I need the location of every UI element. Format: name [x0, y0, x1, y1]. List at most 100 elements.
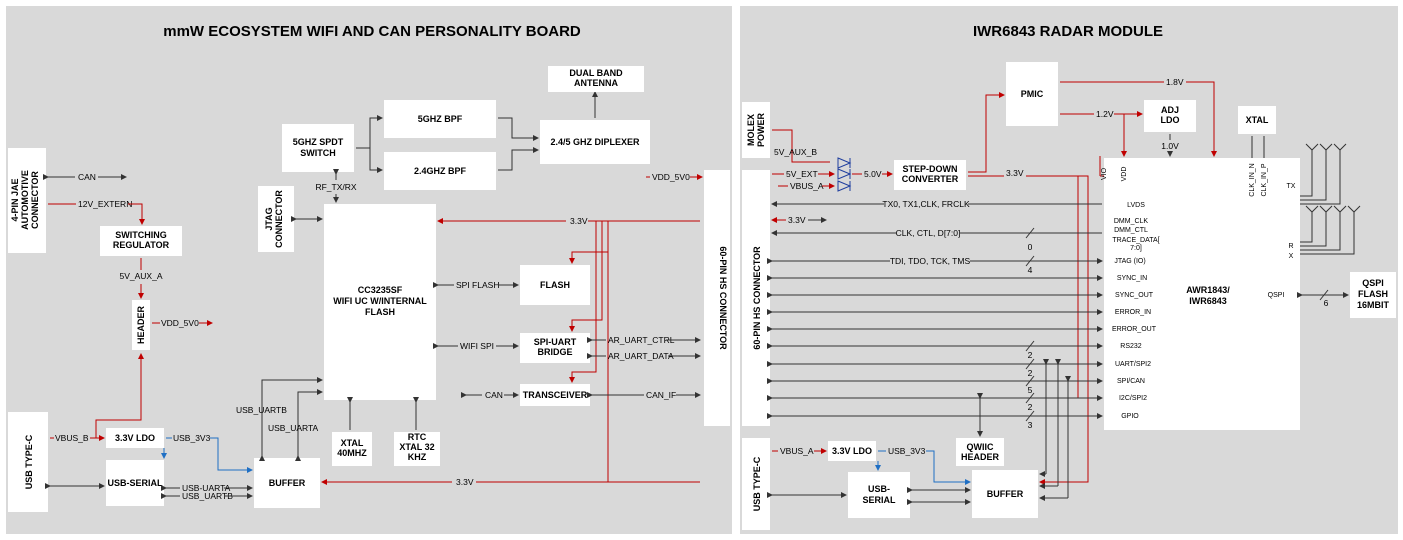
- usb-serial-block: [106, 460, 164, 506]
- 1v2-label: 1.2V: [1096, 109, 1114, 119]
- flash-label: FLASH: [540, 280, 570, 290]
- molex-power-label: MOLEXPOWER: [746, 113, 766, 148]
- usb-3v3-label: USB_3V3: [173, 433, 211, 443]
- bpf-5ghz-block: [384, 100, 496, 138]
- vdd-5v0-label-2: VDD_5V0: [652, 172, 690, 182]
- pin-sync-in: SYNC_IN: [1117, 275, 1147, 282]
- qwiic-header-block: [956, 438, 1004, 466]
- bus-width-4: 4: [1028, 265, 1033, 275]
- cc3235sf-block: [324, 204, 436, 400]
- hs-connector-label-left: 60-PIN HS CONNECTOR: [718, 246, 728, 350]
- header-block: [132, 300, 150, 350]
- 3v3-label-r2: 3.3V: [788, 215, 806, 225]
- pin-spi-can: SPI/CAN: [1117, 378, 1145, 385]
- usb-uartb-label: USB_UARTB: [182, 491, 233, 501]
- pin-jtag: JTAG (IO): [1114, 258, 1145, 265]
- hs-connector-label-right: 60-PIN HS CONNECTOR: [752, 246, 762, 350]
- 1v0-label: 1.0V: [1161, 141, 1179, 151]
- spi-uart-bridge-block: [520, 333, 590, 363]
- 5v-aux-a-label: 5V_AUX_A: [120, 271, 163, 281]
- bus-width-3: 3: [1028, 420, 1033, 430]
- 5v0-label: 5.0V: [864, 169, 882, 179]
- jtag-signals-label: TDI, TDO, TCK, TMS: [890, 256, 971, 266]
- ldo-block-right: [828, 441, 876, 461]
- hs-connector-block-left: [704, 170, 730, 426]
- rf-tx-rx-label: RF_TX/RX: [315, 182, 356, 192]
- bus-width-2a: 2: [1028, 350, 1033, 360]
- pin-r: R: [1288, 243, 1293, 250]
- usb-3v3-label-right: USB_3V3: [888, 446, 926, 456]
- pin-dmm-clk: DMM_CLK: [1114, 218, 1149, 225]
- can-if-label: CAN_IF: [646, 390, 676, 400]
- vbus-b-label: VBUS_B: [55, 433, 89, 443]
- bpf-24ghz-block: [384, 152, 496, 190]
- jtag-connector-label: JTAGCONNECTOR: [264, 190, 284, 248]
- transceiver-label: TRANSCEIVER: [523, 390, 588, 400]
- 3v3-label-b: 3.3V: [456, 477, 474, 487]
- pin-error-in: ERROR_IN: [1115, 309, 1151, 316]
- pin-clk-in-p: CLK_IN_P: [1261, 163, 1268, 196]
- usb-serial-block-right: [848, 472, 910, 518]
- pin-uart-spi2: UART/SPI2: [1115, 361, 1151, 368]
- pin-gpio: GPIO: [1121, 413, 1139, 420]
- awr-chip-block: [1104, 158, 1300, 430]
- bpf-5ghz-label: 5GHZ BPF: [418, 114, 463, 124]
- pin-error-out: ERROR_OUT: [1112, 326, 1157, 333]
- xtal-block: [1238, 106, 1276, 134]
- right-title: IWR6843 RADAR MODULE: [973, 23, 1163, 40]
- pin-clk-in-n: CLK_IN_N: [1249, 163, 1256, 196]
- trace-signals-label: CLK, CTL, D[7:0]: [896, 228, 961, 238]
- adj-ldo-block: [1144, 100, 1196, 132]
- wifi-spi-label: WIFI SPI: [460, 341, 494, 351]
- usb-serial-label: USB-SERIAL: [107, 478, 163, 488]
- diode-icon: [837, 157, 852, 192]
- vdd-5v0-label-1: VDD_5V0: [161, 318, 199, 328]
- pmic-block: [1006, 62, 1058, 126]
- jtag-connector-block: [258, 186, 294, 252]
- xtal-label: XTAL: [1246, 115, 1269, 125]
- pin-trace-data: TRACE_DATA[7:0]: [1112, 237, 1159, 252]
- pin-vdd: VDD: [1121, 167, 1128, 182]
- usb-uarta-label: USB-UARTA: [182, 483, 231, 493]
- pin-x: X: [1289, 253, 1294, 260]
- header-label: HEADER: [136, 306, 146, 345]
- flash-block: [520, 265, 590, 305]
- step-down-block: [894, 160, 966, 190]
- ar-uart-data-label: AR_UART_DATA: [608, 351, 674, 361]
- xtal-40mhz-block: [332, 432, 372, 466]
- usb-uartb-label-2: USB_UARTB: [236, 405, 287, 415]
- pin-lvds: LVDS: [1127, 202, 1145, 209]
- 1v8-label: 1.8V: [1166, 77, 1184, 87]
- diplexer-block: [540, 120, 650, 164]
- pin-i2c-spi2: I2C/SPI2: [1119, 395, 1147, 402]
- ldo-label-right: 3.3V LDO: [832, 446, 872, 456]
- tx-antenna-icon: [1300, 143, 1347, 205]
- vbus-a-label-2: VBUS_A: [780, 446, 814, 456]
- 3v3-label-r: 3.3V: [1006, 168, 1024, 178]
- pin-sync-out: SYNC_OUT: [1115, 292, 1154, 299]
- usb-type-c-label-right: USB TYPE-C: [752, 456, 762, 511]
- switching-regulator-block: [100, 226, 182, 256]
- diplexer-label: 2.4/5 GHZ DIPLEXER: [550, 137, 640, 147]
- 5v-ext-label: 5V_EXT: [786, 169, 818, 179]
- pin-tx: TX: [1287, 183, 1296, 190]
- bus-width-2c: 2: [1028, 402, 1033, 412]
- jae-connector-label: 4-PIN JAEAUTOMOTIVECONNECTOR: [10, 170, 40, 230]
- buffer-label: BUFFER: [269, 478, 306, 488]
- pin-qspi: QSPI: [1268, 292, 1285, 299]
- buffer-label-right: BUFFER: [987, 489, 1024, 499]
- ldo-block: [106, 428, 164, 448]
- 12v-extern-label: 12V_EXTERN: [78, 199, 132, 209]
- usb-uarta-label-2: USB_UARTA: [268, 423, 319, 433]
- bus-width-5: 5: [1028, 385, 1033, 395]
- bus-width-0: 0: [1028, 242, 1033, 252]
- pin-dmm-ctl: DMM_CTL: [1114, 227, 1148, 234]
